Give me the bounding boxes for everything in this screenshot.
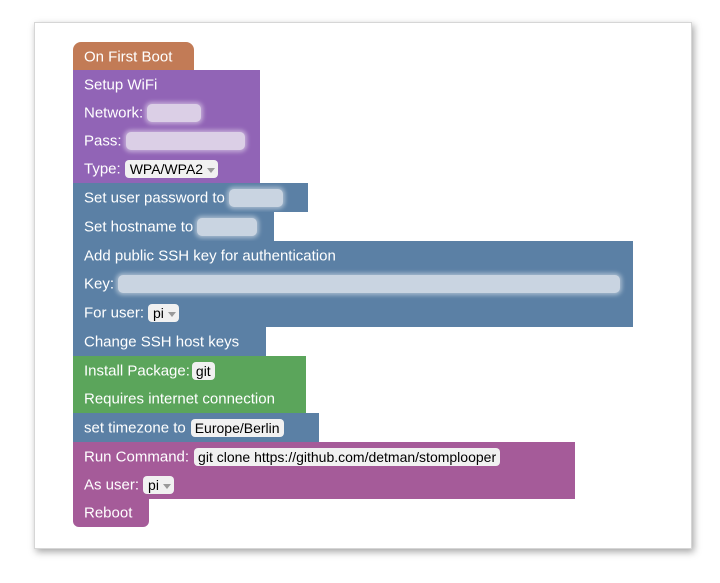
- workspace-panel: On First Boot Setup WiFi Network: Pass: …: [34, 22, 692, 549]
- ssh-key-label: Key:: [84, 275, 115, 293]
- network-label: Network:: [84, 104, 144, 122]
- type-label: Type:: [84, 160, 121, 178]
- wifi-type-dropdown[interactable]: WPA/WPA2: [124, 160, 219, 179]
- command-field[interactable]: git clone https://github.com/detman/stom…: [194, 448, 501, 467]
- change-ssh-host-keys-label: Change SSH host keys: [84, 333, 240, 351]
- timezone-field[interactable]: Europe/Berlin: [190, 419, 284, 438]
- install-package-block[interactable]: Install Package:git Requires internet co…: [73, 356, 306, 413]
- set-hostname-label: Set hostname to: [84, 218, 194, 236]
- user-password-field[interactable]: [228, 189, 283, 208]
- pass-label: Pass:: [84, 132, 122, 150]
- as-user-label: As user:: [84, 476, 140, 494]
- ssh-user-value: pi: [153, 305, 164, 322]
- chevron-down-icon: [207, 167, 216, 173]
- chevron-down-icon: [167, 311, 176, 317]
- set-timezone-label: set timezone to: [84, 419, 186, 437]
- change-ssh-host-keys-block[interactable]: Change SSH host keys: [73, 327, 266, 356]
- set-user-password-block[interactable]: Set user password to: [73, 183, 308, 212]
- reboot-block[interactable]: Reboot: [73, 499, 149, 527]
- wifi-type-value: WPA/WPA2: [129, 161, 204, 178]
- package-name-field[interactable]: git: [191, 362, 215, 381]
- run-command-label: Run Command:: [84, 448, 190, 466]
- ssh-for-user-label: For user:: [84, 304, 145, 322]
- ssh-user-dropdown[interactable]: pi: [148, 304, 179, 323]
- add-ssh-key-block[interactable]: Add public SSH key for authentication Ke…: [73, 241, 633, 327]
- set-user-password-label: Set user password to: [84, 189, 225, 207]
- setup-wifi-block[interactable]: Setup WiFi Network: Pass: Type: WPA/WPA2: [73, 70, 260, 183]
- setup-wifi-title: Setup WiFi: [84, 76, 158, 94]
- install-package-label: Install Package:: [84, 362, 190, 380]
- requires-internet-note: Requires internet connection: [84, 390, 275, 408]
- add-ssh-key-title: Add public SSH key for authentication: [84, 247, 336, 265]
- command-user-dropdown[interactable]: pi: [143, 476, 174, 495]
- hostname-field[interactable]: [197, 218, 258, 237]
- ssh-key-field[interactable]: [118, 275, 621, 294]
- reboot-label: Reboot: [84, 504, 133, 522]
- command-user-value: pi: [148, 477, 159, 494]
- chevron-down-icon: [162, 483, 171, 489]
- run-command-block[interactable]: Run Command:git clone https://github.com…: [73, 442, 575, 499]
- pass-field[interactable]: [125, 132, 245, 151]
- network-field[interactable]: [147, 104, 202, 123]
- on-first-boot-label: On First Boot: [84, 48, 173, 66]
- on-first-boot-block[interactable]: On First Boot: [73, 42, 194, 70]
- set-hostname-block[interactable]: Set hostname to: [73, 212, 274, 241]
